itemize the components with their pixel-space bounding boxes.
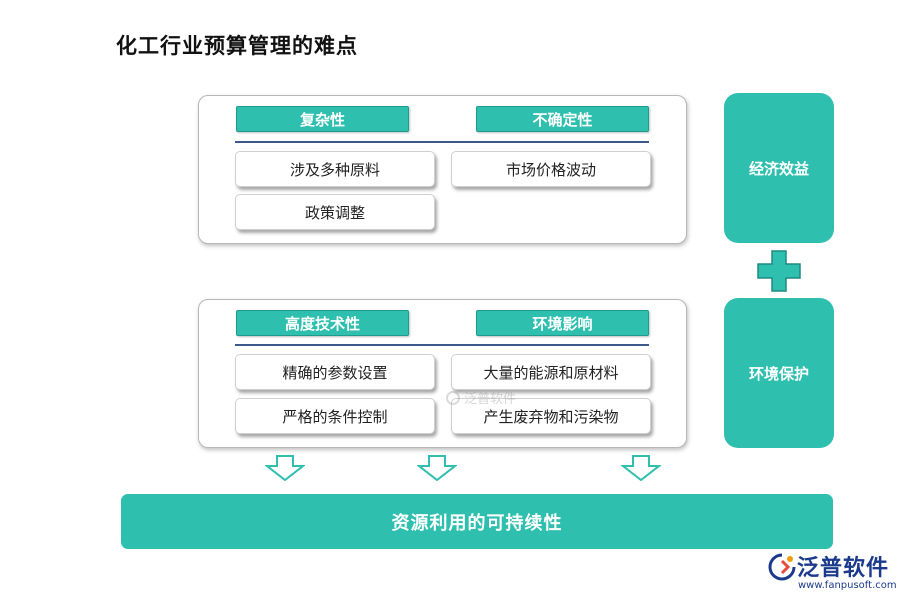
watermark: 泛普软件 bbox=[445, 388, 516, 407]
side-economic-benefit: 经济效益 bbox=[724, 93, 834, 243]
item-price-fluctuation: 市场价格波动 bbox=[451, 151, 651, 187]
item-multiple-materials: 涉及多种原料 bbox=[235, 151, 435, 187]
header-technical: 高度技术性 bbox=[236, 310, 409, 336]
down-arrow-icon bbox=[621, 455, 661, 481]
item-waste-pollution: 产生废弃物和污染物 bbox=[451, 398, 651, 434]
watermark-text: 泛普软件 bbox=[464, 392, 517, 407]
header-uncertainty: 不确定性 bbox=[476, 106, 649, 132]
watermark-logo-icon bbox=[446, 390, 460, 405]
brand-mark-icon bbox=[768, 553, 796, 581]
page-title: 化工行业预算管理的难点 bbox=[116, 34, 358, 58]
divider-bottom bbox=[235, 344, 649, 346]
brand-name: 泛普软件 bbox=[797, 556, 890, 581]
brand-url: www.fanpusoft.com bbox=[798, 580, 897, 591]
sustainability-bar: 资源利用的可持续性 bbox=[121, 494, 833, 549]
divider-top bbox=[235, 141, 649, 143]
plus-icon bbox=[757, 250, 801, 292]
item-strict-conditions: 严格的条件控制 bbox=[235, 398, 435, 434]
header-complexity: 复杂性 bbox=[236, 106, 409, 132]
header-environment: 环境影响 bbox=[476, 310, 649, 336]
item-policy-adjustment: 政策调整 bbox=[235, 194, 435, 230]
side-environmental-protection: 环境保护 bbox=[724, 298, 834, 448]
down-arrow-icon bbox=[417, 455, 457, 481]
item-energy-materials: 大量的能源和原材料 bbox=[451, 354, 651, 390]
difficulty-panel-bottom: 高度技术性 环境影响 精确的参数设置 大量的能源和原材料 严格的条件控制 产生废… bbox=[198, 299, 687, 448]
down-arrow-icon bbox=[265, 455, 305, 481]
item-precise-parameters: 精确的参数设置 bbox=[235, 354, 435, 390]
brand-logo: 泛普软件 www.fanpusoft.com bbox=[768, 550, 897, 596]
difficulty-panel-top: 复杂性 不确定性 涉及多种原料 市场价格波动 政策调整 bbox=[198, 95, 687, 244]
